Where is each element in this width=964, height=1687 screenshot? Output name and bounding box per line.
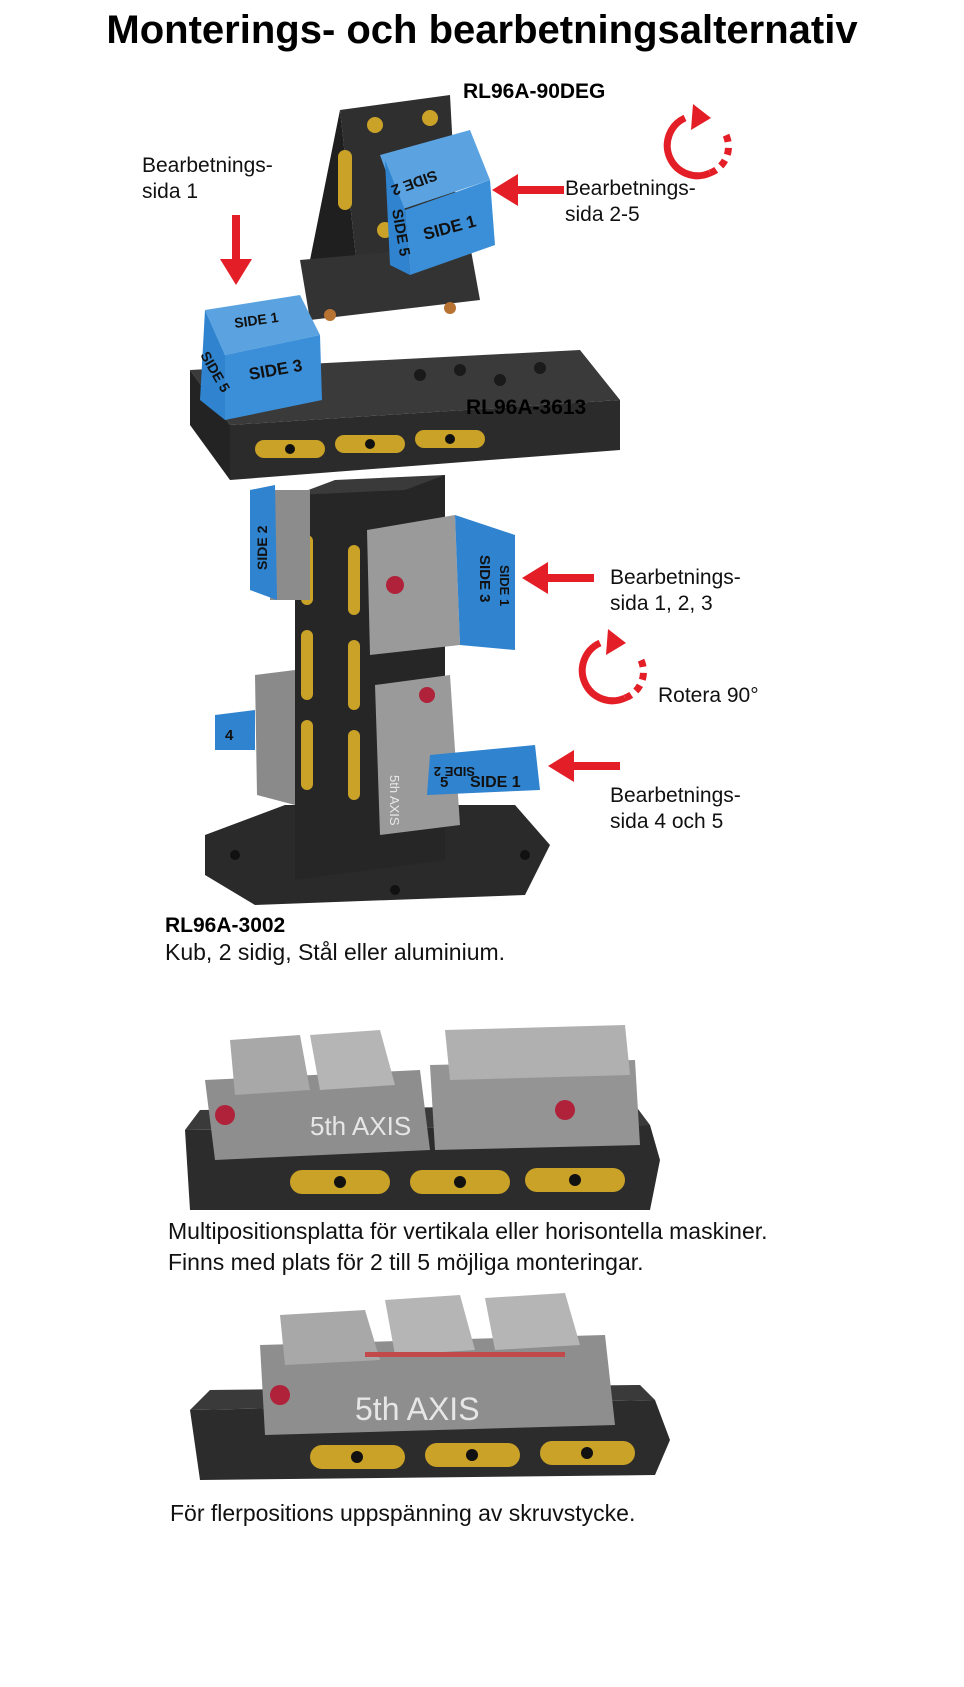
cube-label: 5 — [440, 774, 448, 791]
cube-label: 4 — [225, 727, 234, 744]
vise-plate-illustration: 5th AXIS — [190, 1293, 670, 1480]
arrow-down-icon — [220, 215, 252, 285]
cube-label: SIDE 1 — [497, 565, 512, 606]
arrow-left-icon — [522, 562, 594, 594]
page-title: Monterings- och bearbetningsalternativ — [106, 8, 858, 52]
rotate-icon — [663, 104, 732, 180]
rotate-label: Rotera 90° — [658, 684, 759, 707]
cube-label: SIDE 1 — [470, 774, 521, 791]
cube-label: SIDE 1 — [233, 309, 279, 331]
fixture-illustration-cube: SIDE 2 SIDE 3 SIDE 1 4 SIDE 2 SIDE 1 5 5… — [205, 475, 550, 905]
part-code-3002: RL96A-3002 — [165, 914, 286, 937]
cube-label: SIDE 3 — [476, 555, 493, 603]
rotate-icon — [578, 629, 647, 705]
cube-label: SIDE 2 — [434, 764, 475, 779]
part-description: Kub, 2 sidig, Stål eller aluminium. — [165, 939, 506, 965]
vise-caption: För flerpositions uppspänning av skruvst… — [170, 1500, 636, 1526]
cube-label: SIDE 2 — [254, 525, 270, 570]
brand-logo: 5th AXIS — [355, 1391, 480, 1427]
plate-caption: Finns med plats för 2 till 5 möjliga mon… — [168, 1249, 644, 1275]
machining-side-label: Bearbetnings- sida 4 och 5 — [610, 784, 741, 833]
arrow-left-icon — [548, 750, 620, 782]
machining-side-label: Bearbetnings- sida 1, 2, 3 — [610, 566, 741, 615]
part-code-90deg: RL96A-90DEG — [463, 80, 606, 103]
machining-side-label: Bearbetnings- sida 1 — [142, 154, 273, 203]
part-code-3613: RL96A-3613 — [466, 396, 587, 419]
arrow-left-icon — [492, 174, 564, 206]
fixture-illustration-90deg: SIDE 2 SIDE 5 SIDE 1 SIDE 1 SIDE 5 SIDE … — [190, 95, 620, 480]
brand-logo: 5th AXIS — [310, 1111, 411, 1141]
multiposition-plate-illustration: 5th AXIS — [185, 1025, 660, 1210]
plate-caption: Multipositionsplatta för vertikala eller… — [168, 1218, 768, 1244]
brand-logo: 5th AXIS — [387, 775, 402, 826]
machining-side-label: Bearbetnings- sida 2-5 — [565, 177, 696, 226]
